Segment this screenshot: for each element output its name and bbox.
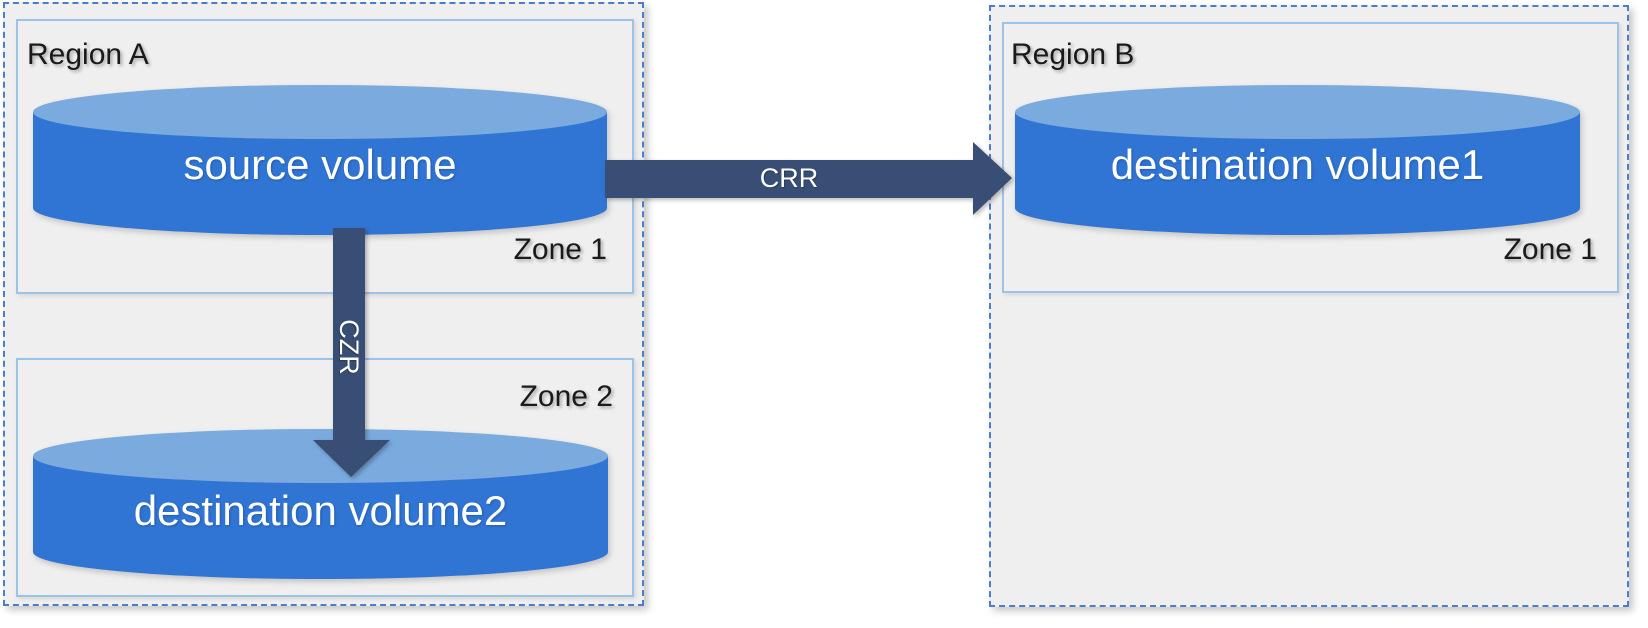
cylinder-bottom bbox=[1015, 181, 1580, 235]
region-a-zone-2-label: Zone 2 bbox=[519, 380, 613, 413]
region-b-zone-1-label: Zone 1 bbox=[1503, 233, 1597, 266]
cylinder-bottom bbox=[33, 525, 608, 579]
crr-arrow-label: CRR bbox=[759, 163, 819, 193]
destination-volume1-cylinder bbox=[1015, 85, 1580, 235]
cylinder-bottom bbox=[33, 181, 607, 235]
region-b-label: Region B bbox=[1011, 38, 1135, 71]
source-volume-cylinder bbox=[33, 85, 607, 235]
region-a-zone-1-label: Zone 1 bbox=[513, 233, 607, 266]
destination-volume1-label: destination volume1 bbox=[1110, 141, 1485, 188]
cylinder-top bbox=[1015, 85, 1580, 139]
cylinder-top bbox=[33, 85, 607, 139]
czr-arrow-label: CZR bbox=[334, 319, 364, 375]
source-volume-label: source volume bbox=[183, 141, 457, 188]
region-a-label: Region A bbox=[27, 38, 149, 71]
destination-volume2-label: destination volume2 bbox=[133, 487, 508, 534]
cylinder-top bbox=[33, 429, 608, 483]
